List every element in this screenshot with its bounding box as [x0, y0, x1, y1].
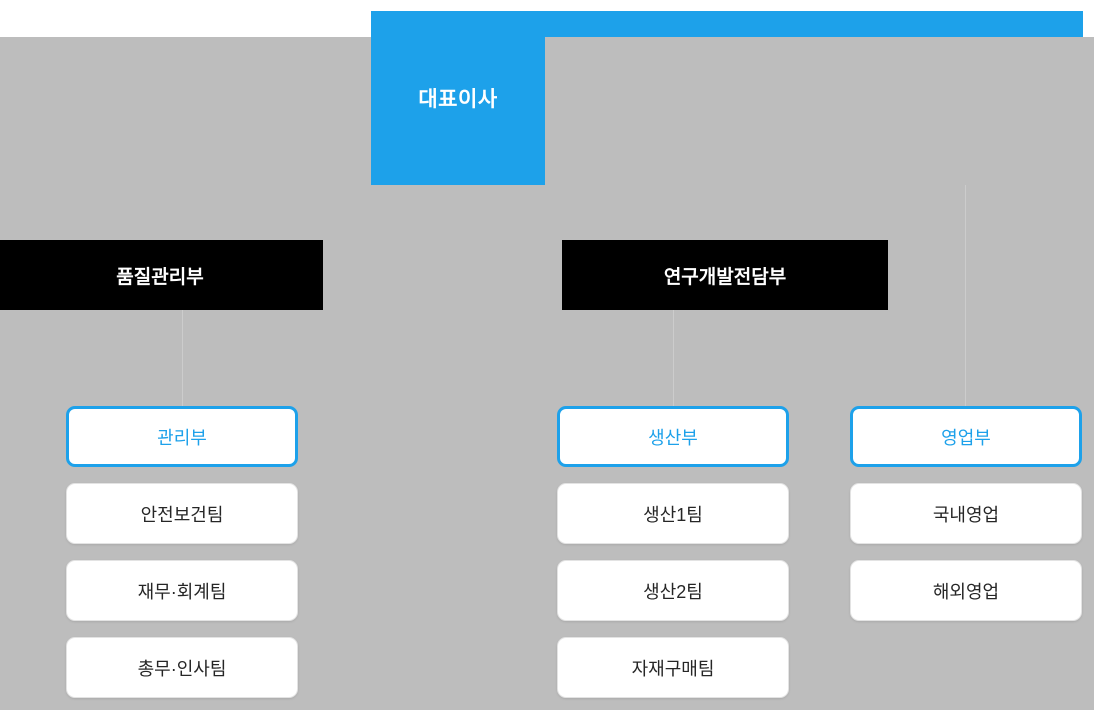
connector-right-column	[965, 185, 966, 406]
node-materials-purchasing-team[interactable]: 자재구매팀	[557, 637, 789, 698]
node-production-team-2[interactable]: 생산2팀	[557, 560, 789, 621]
node-general-affairs-hr-team-label: 총무·인사팀	[137, 658, 227, 679]
column-sales: 영업부 국내영업 해외영업	[850, 406, 1082, 637]
column-management: 관리부 안전보건팀 재무·회계팀 총무·인사팀	[66, 406, 298, 714]
node-department-quality[interactable]: 품질관리부	[0, 240, 323, 310]
node-general-affairs-hr-team[interactable]: 총무·인사팀	[66, 637, 298, 698]
node-department-rnd-label: 연구개발전담부	[663, 266, 787, 288]
node-overseas-sales[interactable]: 해외영업	[850, 560, 1082, 621]
node-sales-dept[interactable]: 영업부	[850, 406, 1082, 467]
node-domestic-sales[interactable]: 국내영업	[850, 483, 1082, 544]
node-safety-health-team-label: 안전보건팀	[140, 504, 224, 525]
node-department-quality-label: 품질관리부	[116, 266, 204, 288]
connector-mid-column	[673, 310, 674, 406]
node-management-dept[interactable]: 관리부	[66, 406, 298, 467]
node-safety-health-team[interactable]: 안전보건팀	[66, 483, 298, 544]
column-production: 생산부 생산1팀 생산2팀 자재구매팀	[557, 406, 789, 714]
node-ceo[interactable]: 대표이사	[371, 11, 545, 185]
node-production-team-1[interactable]: 생산1팀	[557, 483, 789, 544]
node-management-dept-label: 관리부	[157, 427, 207, 448]
node-department-rnd[interactable]: 연구개발전담부	[562, 240, 888, 310]
node-production-team-1-label: 생산1팀	[643, 504, 703, 525]
node-ceo-label: 대표이사	[418, 88, 498, 111]
node-production-team-2-label: 생산2팀	[643, 581, 703, 602]
node-finance-accounting-team[interactable]: 재무·회계팀	[66, 560, 298, 621]
node-sales-dept-label: 영업부	[941, 427, 991, 448]
node-domestic-sales-label: 국내영업	[932, 504, 1000, 525]
node-overseas-sales-label: 해외영업	[932, 581, 1000, 602]
node-production-dept[interactable]: 생산부	[557, 406, 789, 467]
node-production-dept-label: 생산부	[648, 427, 698, 448]
connector-left-column	[182, 310, 183, 406]
node-finance-accounting-team-label: 재무·회계팀	[137, 581, 227, 602]
node-materials-purchasing-team-label: 자재구매팀	[631, 658, 715, 679]
